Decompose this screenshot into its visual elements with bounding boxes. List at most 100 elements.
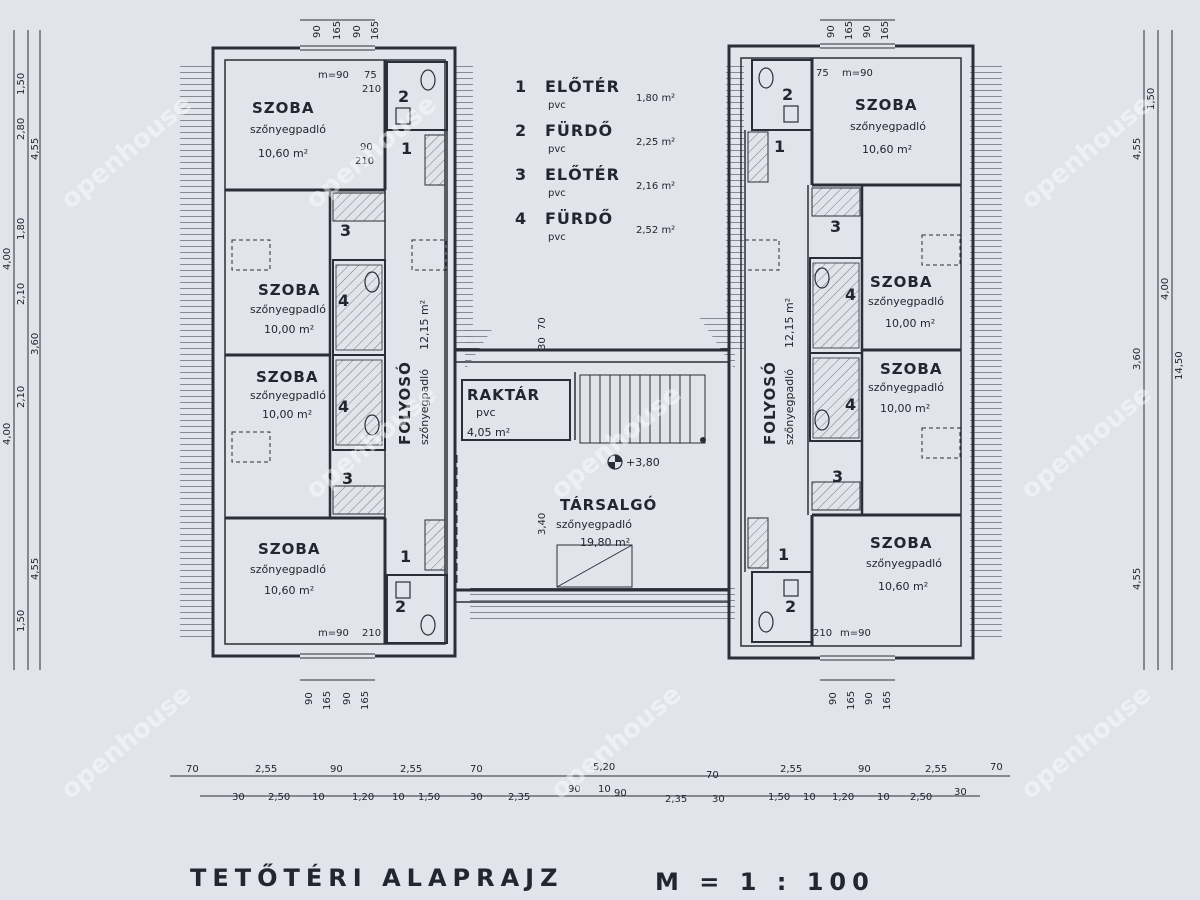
dim-left-6: 2,10 xyxy=(16,283,27,305)
legend-1-area: 1,80 m² xyxy=(636,93,675,104)
dim-b2-9: 10 xyxy=(598,784,611,795)
room-area-r4: 10,60 m² xyxy=(878,580,928,593)
dim-b2-7: 2,35 xyxy=(508,792,530,803)
right-bath-4-bottom: 4 xyxy=(845,395,856,414)
dim-b2-4: 10 xyxy=(392,792,405,803)
door-90-l1: 90 xyxy=(360,142,373,153)
door-210-br: 210 xyxy=(813,628,832,639)
dim-left-10: 4,55 xyxy=(30,558,41,580)
side-dims-left: 1,50 2,80 4,55 1,80 4,00 2,10 3,60 2,10 … xyxy=(2,73,41,632)
folyoso-left-area: 12,15 m² xyxy=(418,300,431,350)
folyoso-right-floor: szőnyegpadló xyxy=(783,369,796,445)
level-marker-text: +3,80 xyxy=(626,456,660,469)
dim-left-7: 3,60 xyxy=(30,333,41,355)
left-bath-4-top: 4 xyxy=(338,291,349,310)
room-area-l4: 10,60 m² xyxy=(264,584,314,597)
dim-b1-0: 70 xyxy=(186,764,199,775)
raktar-label: RAKTÁR xyxy=(467,385,540,404)
dim-b1-1: 2,55 xyxy=(255,764,277,775)
room-area-r3: 10,00 m² xyxy=(880,402,930,415)
door-m90-bl: m=90 xyxy=(318,628,349,639)
dim-b1-5: 5,20 xyxy=(593,762,615,773)
dim-top-r4: 165 xyxy=(880,21,891,40)
legend-2-finish: pvc xyxy=(548,144,566,155)
room-floor-l4: szőnyegpadló xyxy=(250,563,326,576)
dim-left-9: 4,00 xyxy=(2,423,13,445)
left-entry-3-top: 3 xyxy=(340,221,351,240)
dim-bot-r4: 165 xyxy=(882,691,893,710)
door-m90-br: m=90 xyxy=(840,628,871,639)
left-wing xyxy=(211,45,457,659)
dim-b2-6: 30 xyxy=(470,792,483,803)
legend-3-num: 3 xyxy=(515,165,526,184)
legend-4-name: FÜRDŐ xyxy=(545,208,613,228)
dim-b2-1: 2,50 xyxy=(268,792,290,803)
dim-b2-15: 1,20 xyxy=(832,792,854,803)
legend-4-num: 4 xyxy=(515,209,526,228)
right-bath-4-top: 4 xyxy=(845,285,856,304)
legend-3-finish: pvc xyxy=(548,188,566,199)
dim-left-11: 1,50 xyxy=(16,610,27,632)
dim-b2-3: 1,20 xyxy=(352,792,374,803)
dim-b2-0: 30 xyxy=(232,792,245,803)
dim-right-2: 4,55 xyxy=(1132,138,1143,160)
dim-bot-l3: 90 xyxy=(342,692,353,705)
legend-4-area: 2,52 m² xyxy=(636,225,675,236)
door-210-l1: 210 xyxy=(355,156,374,167)
bottom-dims: 70 2,55 90 2,55 70 5,20 70 2,55 90 2,55 … xyxy=(186,762,1003,805)
top-dims: 90 165 90 165 90 165 90 165 90 165 90 16… xyxy=(304,21,893,710)
right-entry-1-bottom: 1 xyxy=(778,545,789,564)
dim-b1-2: 90 xyxy=(330,764,343,775)
dim-bot-r2: 165 xyxy=(846,691,857,710)
legend-1-name: ELŐTÉR xyxy=(545,76,620,96)
door-m90-tr: m=90 xyxy=(842,68,873,79)
right-entry-3-bottom: 3 xyxy=(832,467,843,486)
room-szoba-r1: SZOBA xyxy=(855,96,917,114)
left-entry-1-bottom: 1 xyxy=(400,547,411,566)
dim-top-l1: 90 xyxy=(312,25,323,38)
dim-right-5: 14,50 xyxy=(1174,351,1185,380)
dim-b2-12: 30 xyxy=(712,794,725,805)
dim-left-2: 2,80 xyxy=(16,118,27,140)
folyoso-left-floor: szőnyegpadló xyxy=(418,369,431,445)
room-area-l3: 10,00 m² xyxy=(262,408,312,421)
left-entry-1-top: 1 xyxy=(401,139,412,158)
side-dims-right: 1,50 4,55 4,00 3,60 14,50 4,55 xyxy=(1132,88,1185,590)
dim-top-r3: 90 xyxy=(862,25,873,38)
dim-bot-r3: 90 xyxy=(864,692,875,705)
dimension-lines xyxy=(13,19,1173,797)
dim-left-4: 1,80 xyxy=(16,218,27,240)
dim-b1-6: 70 xyxy=(706,770,719,781)
plan-scale: M = 1 : 100 xyxy=(655,868,875,896)
left-bath-4-bottom: 4 xyxy=(338,397,349,416)
dim-340: 3,40 xyxy=(537,513,548,535)
dim-right-3: 4,00 xyxy=(1160,278,1171,300)
dim-top-l2: 165 xyxy=(332,21,343,40)
dim-b2-8: 90 xyxy=(568,784,581,795)
legend-1-num: 1 xyxy=(515,77,526,96)
dim-b1-4: 70 xyxy=(470,764,483,775)
right-bath-2-bottom: 2 xyxy=(785,597,796,616)
raktar-finish: pvc xyxy=(476,406,496,419)
dim-b1-7: 2,55 xyxy=(780,764,802,775)
room-area-r2: 10,00 m² xyxy=(885,317,935,330)
dim-b2-2: 10 xyxy=(312,792,325,803)
legend-1-finish: pvc xyxy=(548,100,566,111)
door-210-tl: 210 xyxy=(362,84,381,95)
room-floor-l3: szőnyegpadló xyxy=(250,389,326,402)
dim-b2-11: 2,35 xyxy=(665,794,687,805)
dim-b1-8: 90 xyxy=(858,764,871,775)
dim-top-l3: 90 xyxy=(352,25,363,38)
door-labels: m=90 75 210 90 210 m=90 210 m=90 75 m=90… xyxy=(318,68,873,639)
room-szoba-l1: SZOBA xyxy=(252,99,314,117)
door-m90-tl: m=90 xyxy=(318,70,349,81)
legend-2-name: FÜRDŐ xyxy=(545,120,613,140)
door-210-bl: 210 xyxy=(362,628,381,639)
center-block xyxy=(455,348,730,603)
folyoso-right-area: 12,15 m² xyxy=(783,298,796,348)
roof-hatch-center-tl xyxy=(465,325,495,370)
dim-b2-10: 90 xyxy=(614,788,627,799)
room-szoba-l3: SZOBA xyxy=(256,368,318,386)
raktar-area: 4,05 m² xyxy=(467,426,510,439)
